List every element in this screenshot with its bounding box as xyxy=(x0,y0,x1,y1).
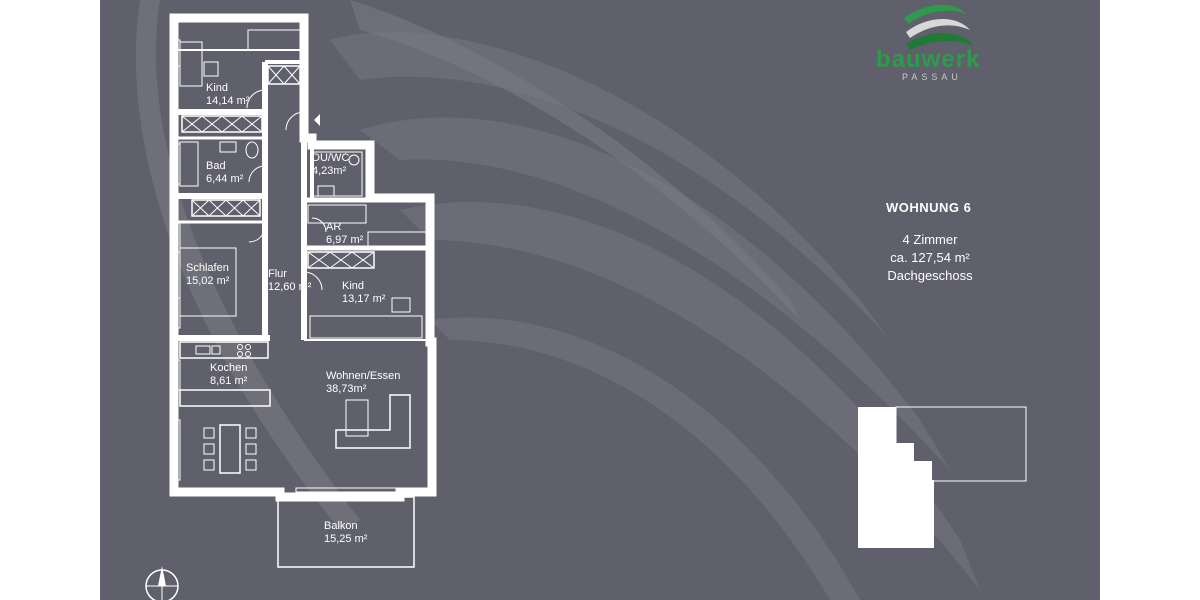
logo-wordmark: bauwerk xyxy=(876,46,981,73)
apartment-title: WOHNUNG 6 xyxy=(886,200,972,215)
outer-wall xyxy=(169,13,437,502)
floor-plan xyxy=(169,13,437,568)
north-arrow-icon xyxy=(145,566,179,600)
building-keyplan-icon xyxy=(858,406,1027,548)
total-area: ca. 127,54 m² xyxy=(890,250,970,265)
logo-subline: PASSAU xyxy=(902,72,962,82)
bauwerk-logo-icon xyxy=(904,4,974,50)
floor-level: Dachgeschoss xyxy=(887,268,973,283)
background-swoosh xyxy=(135,0,980,600)
room-count: 4 Zimmer xyxy=(902,232,958,247)
